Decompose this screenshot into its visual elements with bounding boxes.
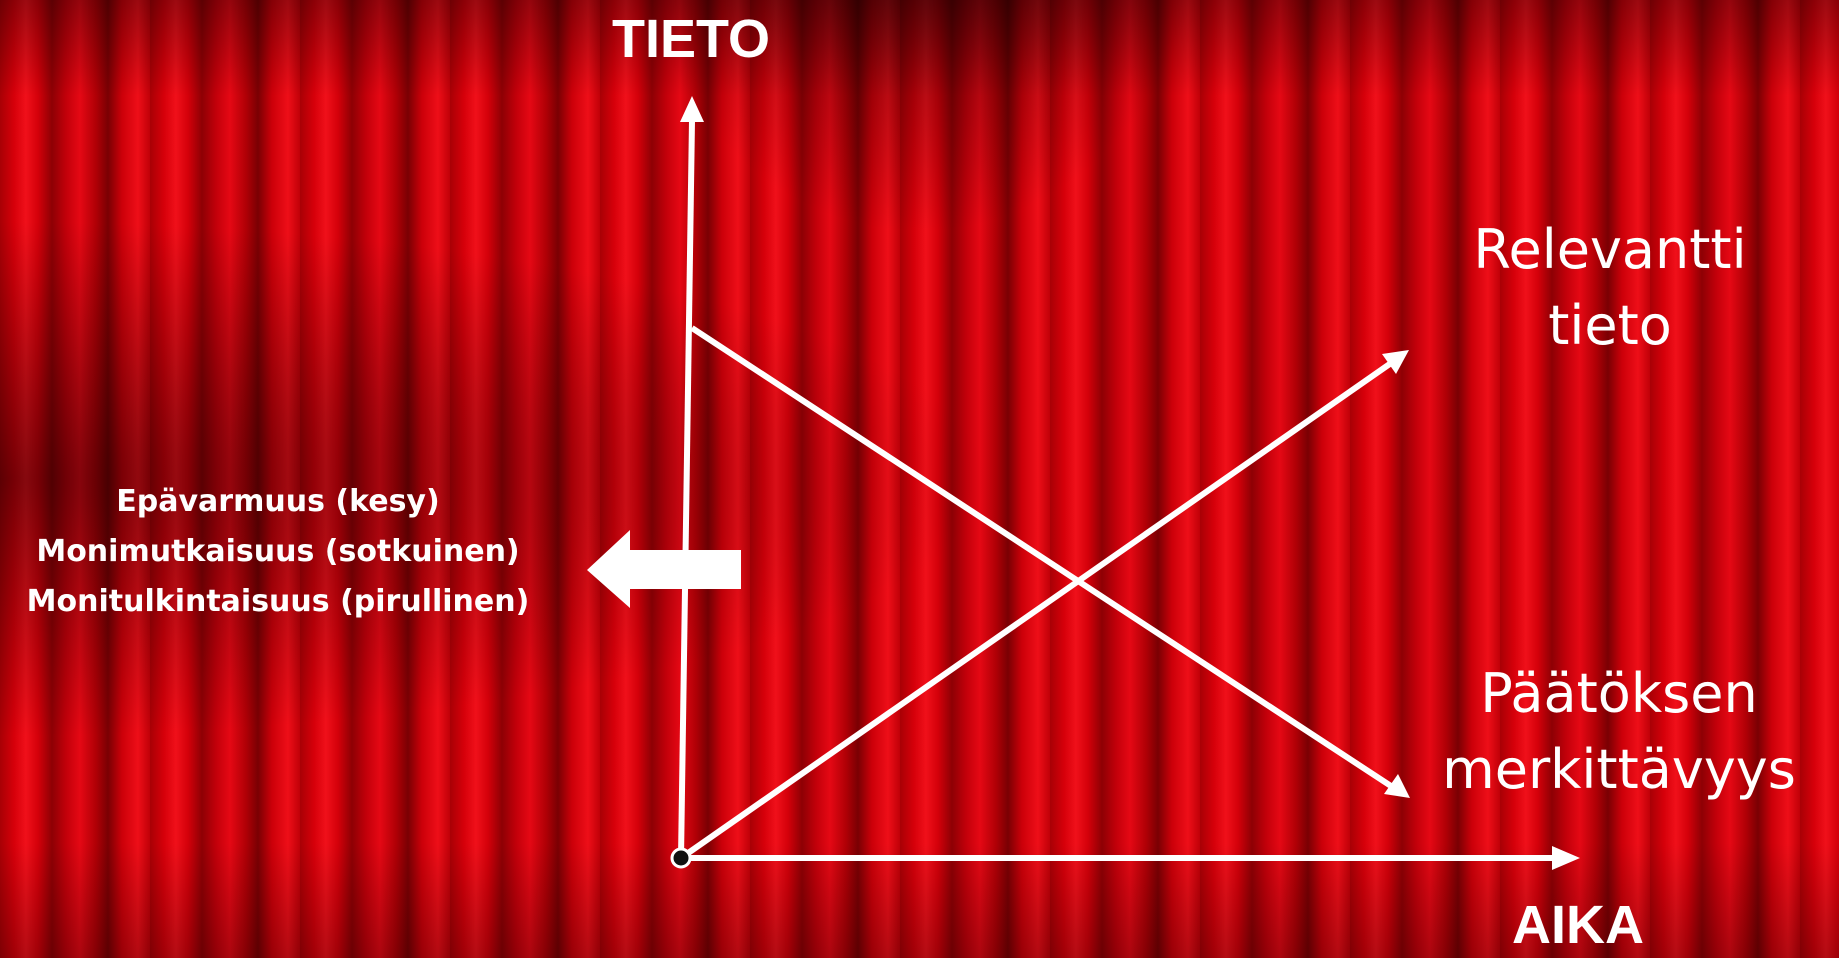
problem-type-uncertainty: Epävarmuus (kesy): [0, 477, 556, 527]
problem-type-ambiguity: Monitulkintaisuus (pirullinen): [0, 577, 556, 627]
decision-significance-label: Päätöksen merkittävyys: [1438, 656, 1800, 808]
x-axis-title: AIKA: [1512, 898, 1644, 952]
y-axis-line: [681, 120, 692, 858]
y-axis-arrowhead: [680, 96, 704, 122]
relevant-knowledge-label-line2: tieto: [1440, 288, 1780, 364]
x-axis-arrowhead: [1552, 846, 1580, 870]
problem-types-list: Epävarmuus (kesy) Monimutkaisuus (sotkui…: [0, 477, 556, 627]
decision-significance-label-line1: Päätöksen: [1438, 656, 1800, 732]
decision-significance-line: [692, 328, 1394, 788]
y-axis-title: TIETO: [612, 12, 770, 66]
problem-type-complexity: Monimutkaisuus (sotkuinen): [0, 527, 556, 577]
relevant-knowledge-arrowhead: [1382, 350, 1409, 374]
origin-point: [672, 849, 690, 867]
relevant-knowledge-label-line1: Relevantti: [1440, 212, 1780, 288]
relevant-knowledge-label: Relevantti tieto: [1440, 212, 1780, 364]
relevant-knowledge-line: [681, 361, 1394, 858]
decision-significance-label-line2: merkittävyys: [1438, 732, 1800, 808]
left-block-arrow: [587, 530, 741, 608]
